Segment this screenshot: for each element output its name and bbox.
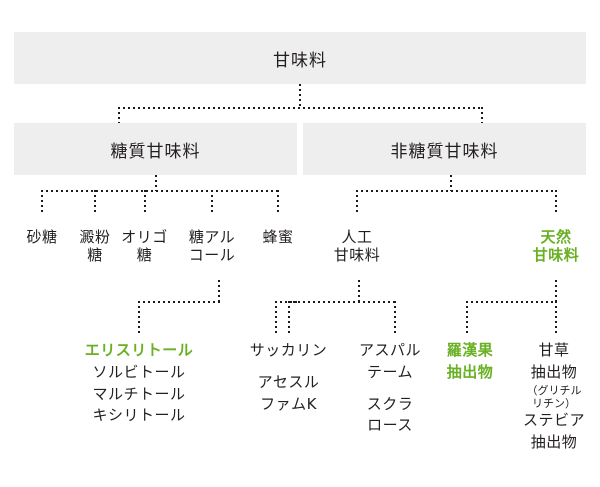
node-starch-sugar: 澱粉 糖	[65, 228, 125, 265]
connector-natural-leaf-right	[555, 301, 557, 333]
node-sugar-sweeteners: 糖質甘味料	[14, 123, 297, 175]
node-sato: 砂糖	[12, 228, 72, 246]
node-sugar-label: 糖質甘味料	[110, 141, 201, 162]
list-item: ソルビトール	[92, 362, 186, 381]
leaf-list-natural-right: 甘草 抽出物 （グリチル リチン） ステビア 抽出物	[512, 340, 596, 453]
node-nonsugar-label: 非糖質甘味料	[390, 141, 499, 162]
connector-artificial-leaf-right	[394, 301, 396, 333]
connector-sugar-child-2	[144, 190, 146, 215]
connector-sugar-child-4	[277, 190, 279, 215]
list-item: サッカリン	[249, 341, 328, 359]
node-natural-sweetener-line1: 天然	[540, 228, 572, 246]
node-oligosaccharide: オリゴ 糖	[111, 228, 178, 265]
connector-natural-down	[555, 280, 557, 302]
connector-natural-leaf-left	[466, 301, 468, 333]
node-artificial-sweetener-line1: 人工	[341, 228, 373, 246]
leaf-list-artificial-left: サッカリン アセスル ファムK	[236, 340, 341, 415]
connector-sugaralcohol-down	[218, 280, 220, 302]
connector-honey-leaf	[275, 301, 277, 333]
list-item: マルチトール	[92, 384, 186, 403]
node-honey-label: 蜂蜜	[262, 228, 294, 246]
node-oligosaccharide-line1: オリゴ	[121, 228, 168, 246]
list-item: テーム	[366, 362, 414, 381]
node-root-sweetener: 甘味料	[14, 32, 586, 84]
connector-natural-bar	[466, 301, 557, 303]
list-item: キシリトール	[92, 406, 186, 425]
connector-artificial-leaf-left	[288, 301, 290, 333]
node-artificial-sweetener: 人工 甘味料	[326, 228, 388, 265]
node-sato-label: 砂糖	[26, 228, 58, 246]
connector-sugaralcohol-leaf	[138, 301, 140, 333]
list-item: 抽出物	[446, 362, 494, 381]
connector-nonsugar-child-1	[555, 190, 557, 215]
node-sugar-alcohol-line2: コール	[188, 246, 236, 265]
list-item: 抽出物	[530, 362, 578, 381]
connector-root-down	[299, 84, 301, 108]
connector-artificial-bar	[288, 301, 396, 303]
node-starch-sugar-line2: 糖	[87, 246, 103, 265]
node-natural-sweetener: 天然 甘味料	[525, 228, 587, 265]
connector-to-nonsugar	[481, 107, 483, 124]
list-item: 羅漢果	[446, 341, 494, 359]
connector-artificial-down	[358, 280, 360, 302]
list-item: ステビア	[522, 410, 585, 429]
list-item: 抽出物	[530, 432, 578, 451]
connector-to-sugar	[118, 107, 120, 124]
list-item: エリスリトール	[84, 341, 194, 359]
list-item: アセスル	[257, 372, 320, 391]
node-artificial-sweetener-line2: 甘味料	[333, 246, 381, 265]
connector-sugar-child-0	[41, 190, 43, 215]
connector-honey-bar	[275, 301, 297, 303]
node-honey: 蜂蜜	[248, 228, 308, 246]
node-nonsugar-sweeteners: 非糖質甘味料	[303, 123, 586, 175]
node-starch-sugar-line1: 澱粉	[79, 228, 111, 246]
list-item: アスパル	[358, 341, 421, 359]
node-root-label: 甘味料	[273, 50, 327, 71]
list-item: ロース	[367, 416, 413, 435]
node-sugar-alcohol: 糖アル コール	[177, 228, 247, 265]
list-item: ファムK	[260, 394, 317, 413]
node-natural-sweetener-line2: 甘味料	[532, 246, 580, 265]
node-oligosaccharide-line2: 糖	[136, 246, 153, 265]
connector-level2-bar	[118, 107, 482, 109]
connector-nonsugar-child-0	[356, 190, 358, 215]
connector-sugar-child-3	[211, 190, 213, 215]
list-item: スクラ	[366, 394, 414, 413]
connector-nonsugar-bar	[356, 190, 556, 192]
node-sugar-alcohol-line1: 糖アル	[188, 228, 236, 246]
list-item-note: リチン）	[532, 396, 576, 410]
leaf-list-artificial-right: アスパル テーム スクラ ロース	[340, 340, 440, 437]
list-item-note: （グリチル	[526, 383, 582, 397]
leaf-list-sugar-alcohols: エリスリトール ソルビトール マルチトール キシリトール	[78, 340, 200, 427]
list-item: 甘草	[538, 341, 570, 359]
connector-sugar-child-1	[94, 190, 96, 215]
connector-nonsugar-down	[450, 175, 452, 191]
leaf-list-natural-left: 羅漢果 抽出物	[430, 340, 510, 384]
connector-sugar-bar	[41, 190, 279, 192]
connector-sugaralcohol-bar	[138, 301, 220, 303]
connector-sugar-down	[155, 175, 157, 191]
